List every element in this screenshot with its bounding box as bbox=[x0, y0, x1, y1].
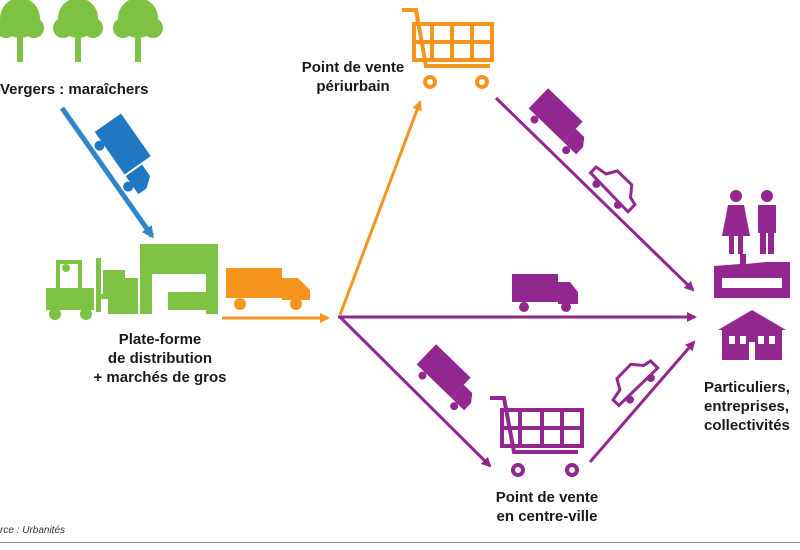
tree-icon bbox=[0, 0, 44, 62]
truck-icon bbox=[512, 274, 578, 312]
car-icon bbox=[588, 165, 637, 214]
periurban-label: Point de vente périurbain bbox=[288, 58, 418, 96]
truck-icon bbox=[226, 268, 310, 310]
shopping-cart-icon bbox=[490, 396, 584, 477]
downtown-label-line: en centre-ville bbox=[496, 508, 598, 525]
arrow-downtown-to-consumers bbox=[588, 340, 696, 463]
platform-label-line: + marchés de gros bbox=[93, 369, 227, 386]
periurban-label-line: Point de vente bbox=[301, 59, 405, 76]
consumers-label-line: collectivités bbox=[704, 417, 790, 434]
market-stall-icon bbox=[108, 244, 218, 314]
truck-icon bbox=[94, 113, 151, 195]
woman-icon bbox=[722, 190, 750, 254]
shopping-cart-icon bbox=[402, 8, 494, 89]
tree-icon bbox=[53, 0, 103, 62]
arrow-platform-to-downtown bbox=[338, 315, 492, 468]
consumers-label-line: Particuliers, bbox=[704, 379, 790, 396]
consumers-label-line: entreprises, bbox=[704, 398, 790, 415]
school-icon bbox=[718, 310, 786, 360]
arrow-orchards-to-platform bbox=[59, 106, 155, 239]
arrow-to-periurban bbox=[338, 100, 422, 316]
truck-icon bbox=[416, 344, 473, 411]
downtown-label: Point de vente en centre-ville bbox=[482, 488, 612, 526]
man-icon bbox=[758, 190, 776, 254]
truck-icon bbox=[528, 88, 585, 155]
platform-label-line: Plate-forme bbox=[118, 331, 202, 348]
arrow-periurban-to-consumers bbox=[494, 96, 695, 292]
orchards-label: Vergers : maraîchers bbox=[0, 81, 149, 98]
periurban-label-line: périurbain bbox=[316, 78, 390, 95]
factory-icon bbox=[714, 254, 790, 298]
tree-icon bbox=[113, 0, 163, 62]
source-credit: rce : Urbanités bbox=[0, 525, 66, 536]
consumers-label: Particuliers, entreprises, collectivités bbox=[704, 378, 790, 435]
platform-label: Plate-forme de distribution + marchés de… bbox=[80, 330, 240, 387]
platform-label-line: de distribution bbox=[107, 350, 213, 367]
car-icon bbox=[611, 359, 660, 408]
bottom-divider bbox=[0, 542, 800, 543]
downtown-label-line: Point de vente bbox=[495, 489, 599, 506]
